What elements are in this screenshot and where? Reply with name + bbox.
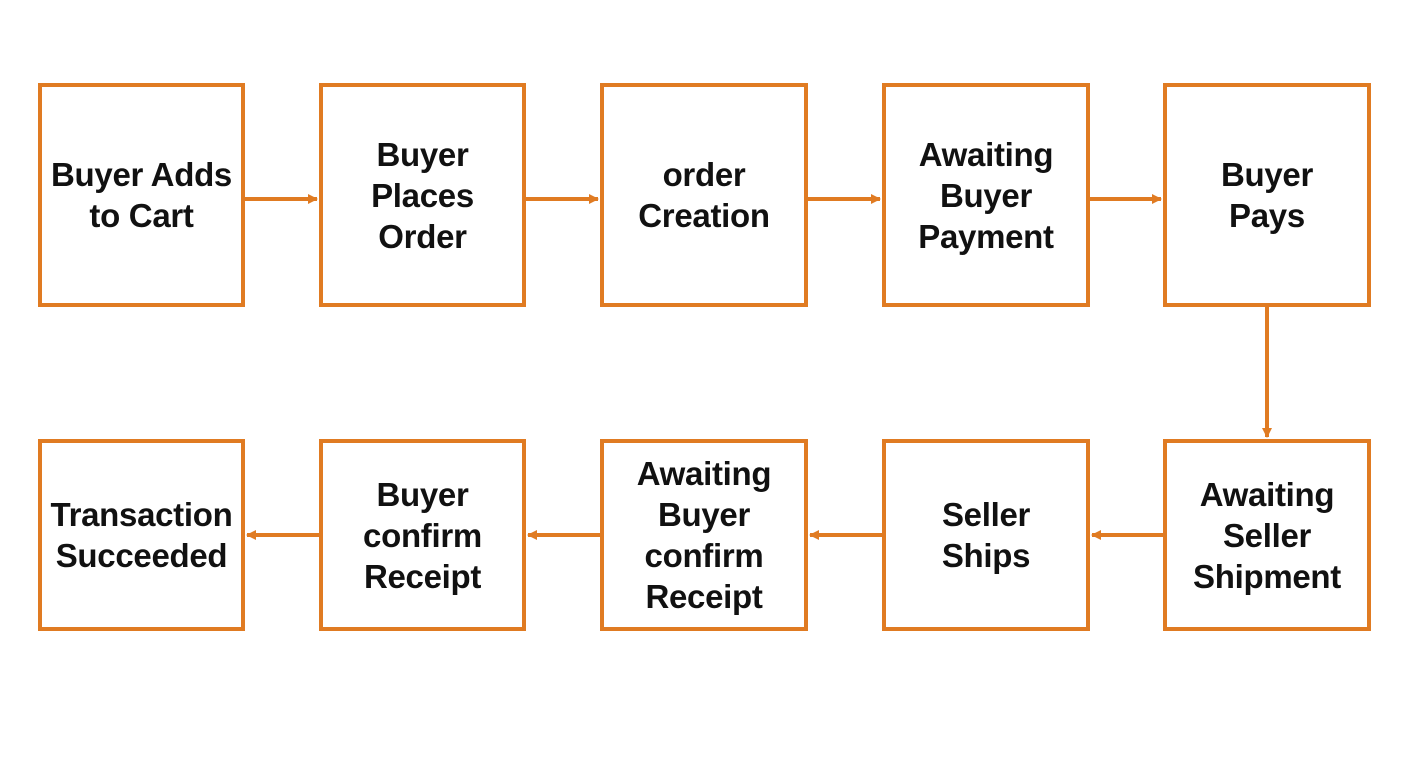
step-label: Awaiting Buyer confirm Receipt <box>636 455 772 615</box>
step-label: Buyer Pays <box>1220 156 1314 234</box>
step-seller-ships: Seller Ships <box>882 439 1090 631</box>
step-awaiting-buyer-confirm-receipt: Awaiting Buyer confirm Receipt <box>600 439 808 631</box>
step-buyer-places-order: Buyer Places Order <box>319 83 526 307</box>
step-awaiting-seller-shipment: Awaiting Seller Shipment <box>1163 439 1371 631</box>
step-buyer-pays: Buyer Pays <box>1163 83 1371 307</box>
step-label: order Creation <box>638 156 770 234</box>
step-label: Seller Ships <box>941 496 1031 574</box>
step-buyer-adds-to-cart: Buyer Adds to Cart <box>38 83 245 307</box>
step-label: Awaiting Seller Shipment <box>1193 475 1341 595</box>
step-label: Awaiting Buyer Payment <box>918 135 1054 255</box>
step-label: Buyer Places Order <box>371 135 474 255</box>
step-order-creation: order Creation <box>600 83 808 307</box>
step-awaiting-buyer-payment: Awaiting Buyer Payment <box>882 83 1090 307</box>
step-buyer-confirm-receipt: Buyer confirm Receipt <box>319 439 526 631</box>
step-transaction-succeeded: Transaction Succeeded <box>38 439 245 631</box>
step-label: Buyer Adds to Cart <box>51 156 232 234</box>
step-label: Transaction Succeeded <box>50 496 233 574</box>
step-label: Buyer confirm Receipt <box>363 475 482 595</box>
